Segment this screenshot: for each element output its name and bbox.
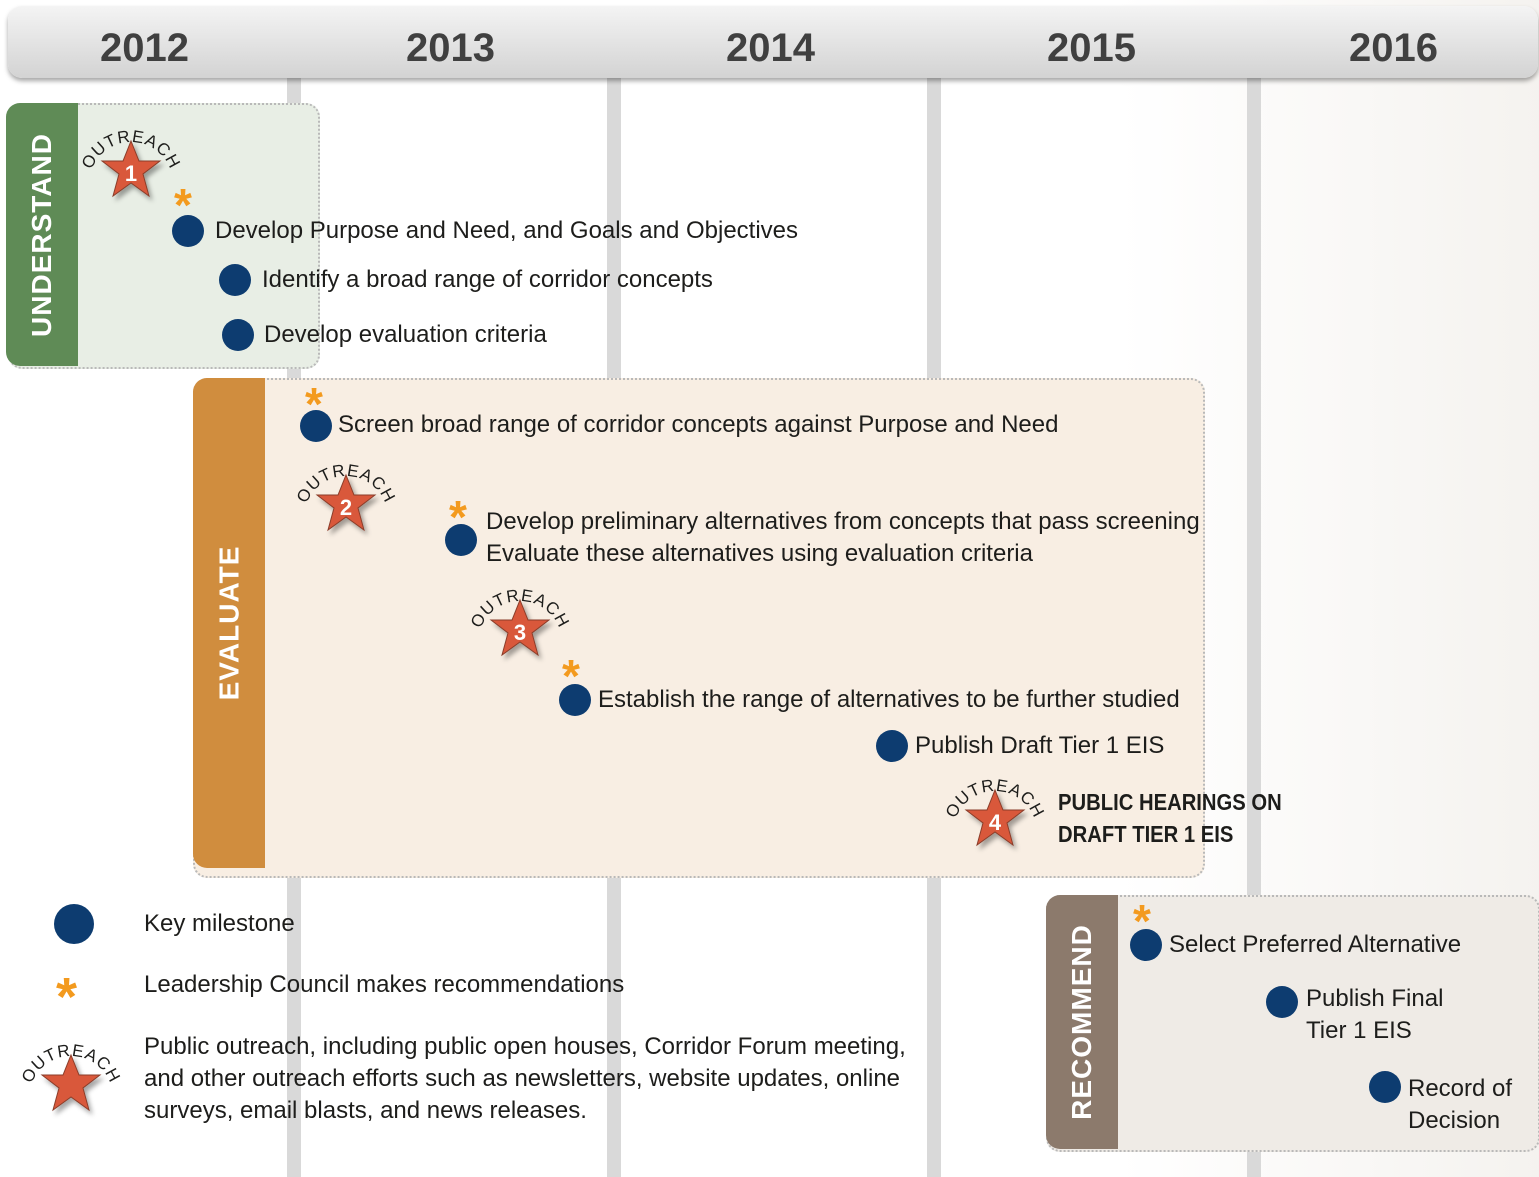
outreach-star-3: OUTREACH 3 (467, 586, 572, 657)
outreach-number: 4 (989, 810, 1002, 835)
milestone-label: Select Preferred Alternative (1169, 931, 1462, 958)
outreach-star-4: OUTREACH 4 (942, 776, 1047, 847)
public-hearings-label: DRAFT TIER 1 EIS (1058, 821, 1234, 847)
recommend-phase-text: RECOMMEND (1066, 924, 1098, 1120)
star-icon (489, 598, 551, 657)
year-label-2016: 2016 (1349, 26, 1438, 70)
milestone-dot-icon (559, 684, 591, 716)
legend-asterisk-icon: * (56, 967, 78, 1027)
legend-outreach-star: OUTREACH (18, 1041, 123, 1112)
legend-milestone-label: Key milestone (144, 910, 295, 937)
milestone-dot-icon (445, 524, 477, 556)
milestone-label: Identify a broad range of corridor conce… (262, 266, 713, 293)
understand-phase-label: UNDERSTAND (6, 103, 78, 366)
milestone-label: Decision (1408, 1107, 1501, 1134)
milestone-dot-icon (1266, 986, 1298, 1018)
legend-outreach-line: surveys, email blasts, and news releases… (144, 1097, 587, 1124)
milestone-dot-icon (172, 215, 204, 247)
outreach-star-2: OUTREACH 2 (293, 461, 398, 532)
recommend-phase-label: RECOMMEND (1046, 895, 1118, 1149)
year-header-bar: 2012 2013 2014 2015 2016 (8, 6, 1538, 78)
evaluate-phase-label: EVALUATE (193, 378, 265, 868)
milestone-dot-icon (222, 319, 254, 351)
milestone-label: Develop evaluation criteria (264, 321, 547, 348)
milestone-label: Evaluate these alternatives using evalua… (486, 540, 1033, 567)
outreach-star-1: OUTREACH 1 (78, 127, 183, 198)
milestone-label: Publish Draft Tier 1 EIS (915, 732, 1165, 759)
outreach-number: 1 (125, 161, 137, 186)
star-icon (40, 1053, 102, 1112)
star-icon (100, 139, 162, 198)
outreach-number: 3 (514, 620, 526, 645)
milestone-label: Establish the range of alternatives to b… (598, 686, 1180, 713)
milestone-label: Publish Final (1306, 985, 1444, 1012)
star-icon (315, 473, 377, 532)
year-label-2012: 2012 (100, 26, 189, 70)
understand-phase-text: UNDERSTAND (26, 132, 58, 337)
star-icon (964, 788, 1026, 847)
milestone-label: Develop Purpose and Need, and Goals and … (215, 217, 799, 244)
legend-outreach-line: Public outreach, including public open h… (144, 1033, 906, 1060)
legend-council-label: Leadership Council makes recommendations (144, 971, 625, 998)
recommend-phase-area (1046, 895, 1539, 1152)
milestone-dot-icon (1130, 929, 1162, 961)
milestone-label: Record of (1408, 1075, 1513, 1102)
milestone-label: Develop preliminary alternatives from co… (486, 508, 1200, 535)
legend-outreach-line: and other outreach efforts such as newsl… (144, 1065, 901, 1092)
milestone-dot-icon (219, 264, 251, 296)
public-hearings-label: PUBLIC HEARINGS ON (1058, 789, 1282, 815)
milestone-dot-icon (300, 410, 332, 442)
evaluate-phase-text: EVALUATE (213, 545, 244, 701)
evaluate-phase-area (193, 378, 1205, 878)
outreach-number: 2 (340, 495, 352, 520)
year-label-2014: 2014 (726, 26, 815, 70)
milestone-label: Screen broad range of corridor concepts … (338, 411, 1059, 438)
milestone-dot-icon (876, 730, 908, 762)
year-label-2015: 2015 (1047, 26, 1136, 70)
milestone-dot-icon (1369, 1071, 1401, 1103)
year-label-2013: 2013 (406, 26, 495, 70)
legend-milestone-dot-icon (54, 904, 94, 944)
milestone-label: Tier 1 EIS (1306, 1017, 1412, 1044)
